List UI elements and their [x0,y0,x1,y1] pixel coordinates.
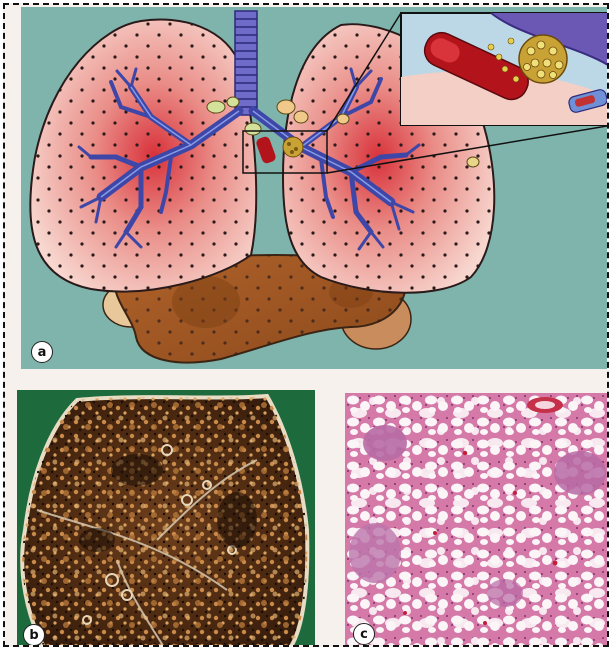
lung-illustration [21,7,609,369]
histology-image [345,393,609,647]
figure-frame: a [3,3,609,647]
panel-label-c: c [353,623,375,645]
histology-micrograph-panel: c [345,393,609,647]
panel-label-a: a [31,341,53,363]
gross-lung-photo-panel: b [17,390,315,647]
lung-diagram-panel: a [21,7,609,369]
panel-label-b: b [23,624,45,646]
lung-specimen-photo [17,390,315,647]
magnified-inset [401,13,609,125]
